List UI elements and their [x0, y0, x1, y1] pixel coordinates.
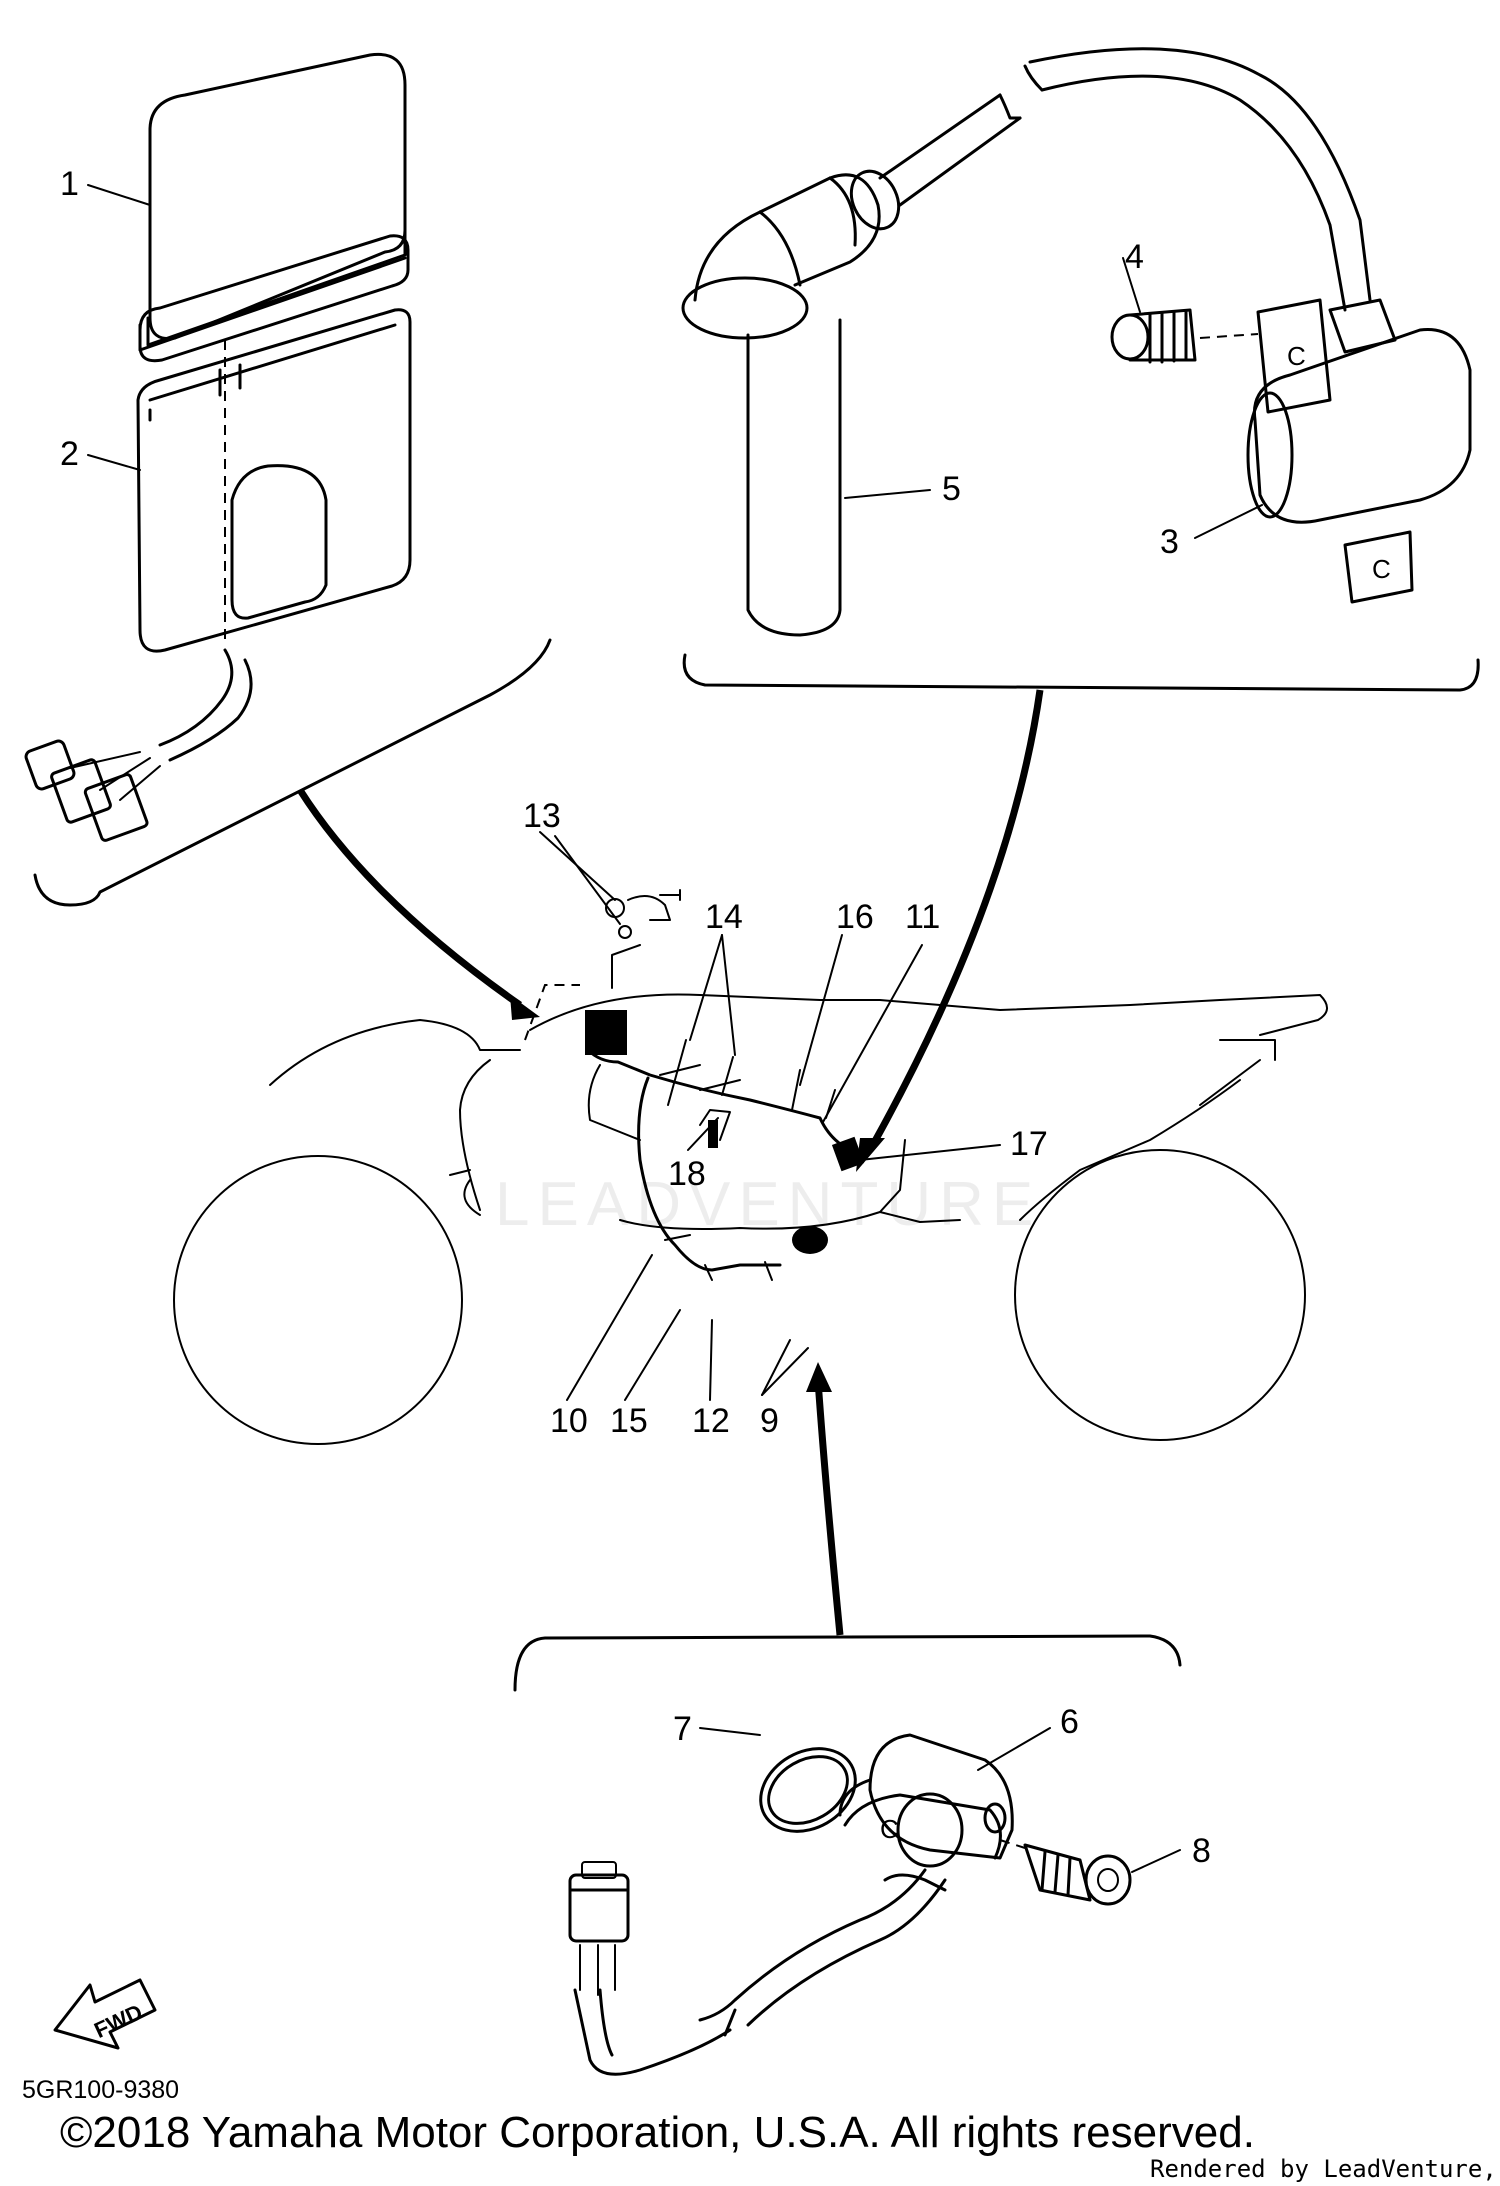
motorcycle-outline	[173, 993, 1328, 1445]
callout-11: 11	[905, 898, 940, 936]
rendered-by-credit: Rendered by LeadVenture, Inc.	[1150, 2155, 1500, 2183]
callout-2: 2	[60, 435, 79, 473]
fwd-arrow: FWD	[53, 1978, 157, 2050]
copyright-notice: ©2018 Yamaha Motor Corporation, U.S.A. A…	[60, 2108, 1255, 2157]
callout-4: 4	[1125, 238, 1144, 276]
wiring-harness	[524, 889, 865, 1281]
callout-6: 6	[1060, 1703, 1079, 1741]
callout-8: 8	[1192, 1832, 1211, 1870]
callout-18: 18	[668, 1155, 706, 1193]
callout-3: 3	[1160, 523, 1179, 561]
callout-17: 17	[1010, 1125, 1048, 1163]
fwd-arrow-label: FWD	[90, 1999, 146, 2043]
callouts: 1 2 3 4 5 6 7 8 9 10 11 12 13 14 15 16 1…	[60, 165, 1211, 1870]
callout-15: 15	[610, 1402, 648, 1440]
callout-14: 14	[705, 898, 743, 936]
coil-mark-bottom: C	[1372, 554, 1391, 584]
locator-arrows	[297, 689, 1044, 1636]
callout-1: 1	[60, 165, 79, 203]
cdi-unit-assembly	[24, 52, 552, 907]
callout-12: 12	[692, 1402, 730, 1440]
callout-5: 5	[942, 470, 961, 508]
callout-9: 9	[760, 1402, 779, 1440]
diagram-code: 5GR100-9380	[22, 2076, 179, 2104]
callout-13: 13	[523, 797, 561, 835]
callout-10: 10	[550, 1402, 588, 1440]
watermark: LEADVENTURE	[495, 1170, 1041, 1239]
sensor-mark: C	[880, 1814, 899, 1844]
coil-mark-top: C	[1287, 341, 1306, 371]
leader-lines	[87, 184, 1263, 1873]
pickup-coil-assembly	[513, 1634, 1182, 2076]
callout-16: 16	[836, 898, 874, 936]
callout-7: 7	[673, 1710, 692, 1748]
ignition-coil-assembly	[681, 47, 1480, 692]
